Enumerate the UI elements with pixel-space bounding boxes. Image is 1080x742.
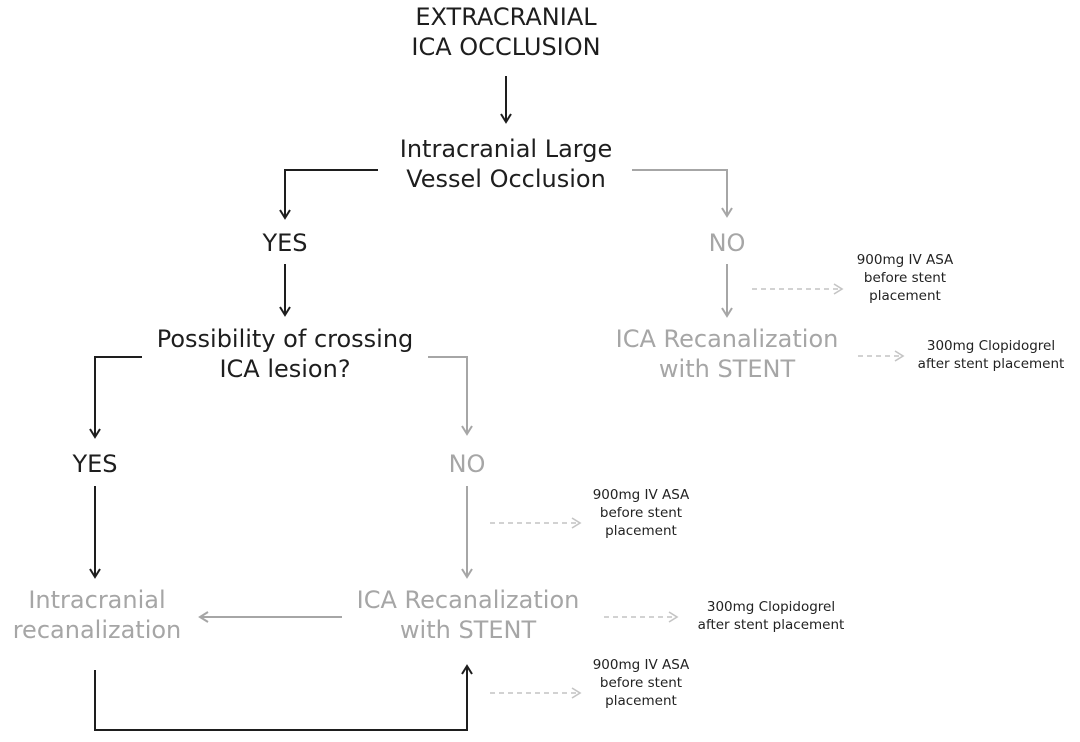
note-asa-middle: 900mg IV ASA before stent placement (576, 487, 706, 541)
node-ica-recanalization-stent-right: ICA Recanalization with STENT (592, 324, 862, 384)
node-crossing-no: NO (417, 449, 517, 479)
node-line: EXTRACRANIAL (415, 3, 597, 31)
node-line: ICA OCCLUSION (411, 33, 601, 61)
node-line: Intracranial (28, 586, 166, 614)
node-line: with STENT (658, 355, 796, 383)
note-line: before stent (863, 269, 947, 286)
arrow-recanalization-to-stent (94, 664, 473, 731)
node-lvo-yes: YES (235, 228, 335, 258)
node-extracranial-ica-occlusion: EXTRACRANIAL ICA OCCLUSION (356, 2, 656, 62)
note-line: 900mg IV ASA (592, 657, 690, 673)
node-ica-recanalization-stent-center: ICA Recanalization with STENT (338, 585, 598, 645)
note-asa-right: 900mg IV ASA before stent placement (840, 252, 970, 306)
node-line: ICA lesion? (219, 355, 351, 383)
node-line: with STENT (399, 616, 537, 644)
node-line: Possibility of crossing (156, 325, 414, 353)
note-line: placement (605, 692, 677, 709)
node-line: recanalization (12, 616, 182, 644)
note-line: 900mg IV ASA (592, 487, 690, 503)
node-intracranial-recanalization: Intracranial recanalization (0, 585, 194, 645)
node-intracranial-large-vessel-occlusion: Intracranial Large Vessel Occlusion (356, 134, 656, 194)
node-line: YES (262, 229, 308, 257)
node-line: NO (448, 450, 486, 478)
node-line: ICA Recanalization (615, 325, 839, 353)
node-line: YES (72, 450, 118, 478)
arrow-lvo-to-no (632, 169, 733, 218)
node-line: ICA Recanalization (356, 586, 580, 614)
node-line: Vessel Occlusion (406, 165, 606, 193)
arrow-question-to-no (428, 356, 473, 436)
node-possibility-of-crossing: Possibility of crossing ICA lesion? (130, 324, 440, 384)
note-line: before stent (599, 674, 683, 691)
note-line: before stent (599, 504, 683, 521)
note-line: placement (869, 287, 941, 304)
arrow-lvo-to-yes (279, 169, 378, 220)
note-asa-bottom: 900mg IV ASA before stent placement (576, 657, 706, 711)
note-clopidogrel-middle: 300mg Clopidogrel after stent placement (686, 599, 856, 635)
note-line: after stent placement (697, 616, 845, 633)
node-lvo-no: NO (677, 228, 777, 258)
note-line: 300mg Clopidogrel (706, 599, 836, 615)
node-line: Intracranial Large (399, 135, 613, 163)
note-line: placement (605, 522, 677, 539)
note-clopidogrel-right: 300mg Clopidogrel after stent placement (906, 338, 1076, 374)
arrow-question-to-yes (89, 356, 142, 439)
note-line: 900mg IV ASA (856, 252, 954, 268)
note-line: after stent placement (917, 355, 1065, 372)
node-line: NO (708, 229, 746, 257)
node-crossing-yes: YES (45, 449, 145, 479)
note-line: 300mg Clopidogrel (926, 338, 1056, 354)
